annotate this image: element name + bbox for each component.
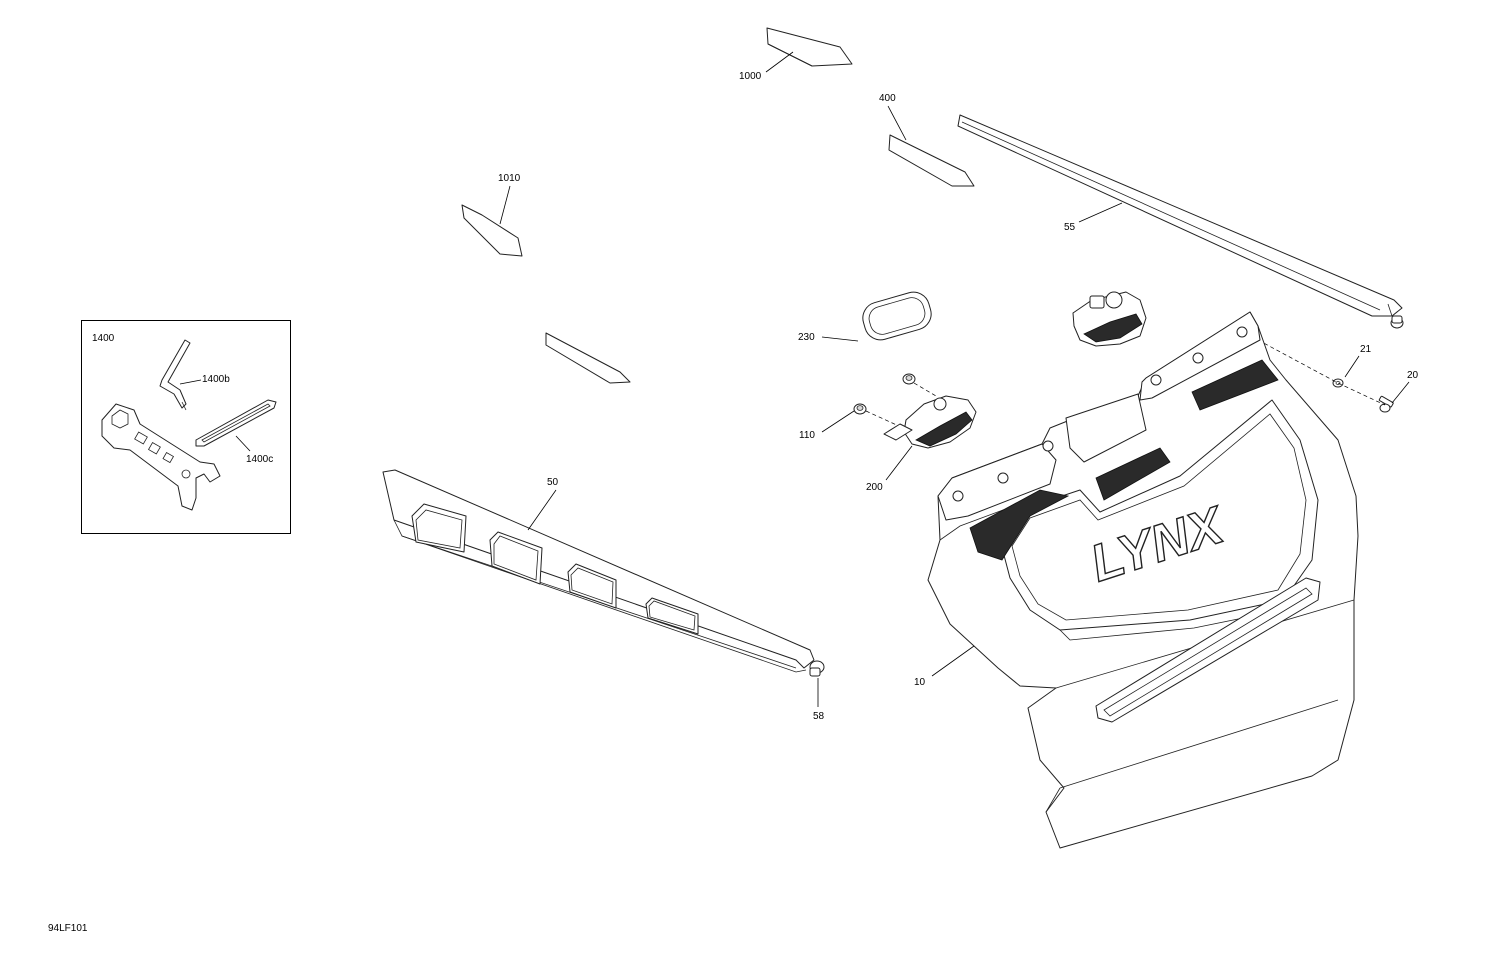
callout-1000: 1000	[739, 71, 762, 82]
leader-50	[527, 489, 557, 531]
part-110-nut	[853, 373, 916, 415]
callout-400: 400	[879, 93, 896, 104]
part-mount-nut	[1390, 315, 1404, 329]
leader-21	[1344, 355, 1360, 378]
leader-400	[887, 105, 907, 141]
leader-1400c	[235, 435, 251, 452]
leader-1010	[499, 185, 511, 225]
leader-230	[821, 336, 859, 342]
kit-box-label: 1400	[92, 333, 115, 344]
callout-1010: 1010	[498, 173, 521, 184]
part-10-rear-panel	[927, 311, 1359, 849]
hidden-line-20	[1257, 339, 1386, 406]
leader-1400b	[179, 379, 202, 385]
figure-code: 94LF101	[48, 923, 88, 934]
callout-110: 110	[799, 430, 815, 441]
part-1400c-case	[195, 399, 277, 447]
hidden-line-110b	[913, 382, 937, 397]
part-1000-decal	[766, 27, 853, 67]
part-20-bolt	[1378, 395, 1394, 413]
part-1010-decal	[461, 204, 523, 257]
callout-58: 58	[813, 711, 825, 722]
part-58-rivet	[809, 660, 825, 677]
kit-box-1400: 1400 1400b 1400c	[81, 320, 291, 534]
part-230-emblem	[862, 291, 932, 341]
part-side-decal	[545, 332, 631, 384]
leader-1000	[765, 51, 794, 73]
part-400-decal	[888, 134, 975, 187]
callout-55: 55	[1064, 222, 1076, 233]
leader-20	[1391, 381, 1410, 404]
part-1400b-hex-key	[159, 339, 191, 411]
callout-230: 230	[798, 332, 815, 343]
callout-21: 21	[1360, 344, 1372, 355]
part-200-latch	[883, 395, 977, 449]
callout-10: 10	[914, 677, 926, 688]
callout-20: 20	[1407, 370, 1419, 381]
part-1400-spanner-wrench	[101, 403, 221, 511]
part-21-washer	[1332, 378, 1344, 388]
leader-110	[821, 410, 855, 433]
leader-10	[931, 645, 975, 677]
callout-1400b: 1400b	[202, 374, 230, 385]
callout-200: 200	[866, 482, 883, 493]
part-upper-latch	[1072, 291, 1147, 347]
part-50-side-panel	[382, 469, 815, 673]
callout-50: 50	[547, 477, 559, 488]
callout-1400c: 1400c	[246, 454, 273, 465]
leader-200	[885, 445, 913, 481]
leader-55	[1078, 202, 1123, 223]
part-55-trim-strip	[957, 114, 1403, 317]
